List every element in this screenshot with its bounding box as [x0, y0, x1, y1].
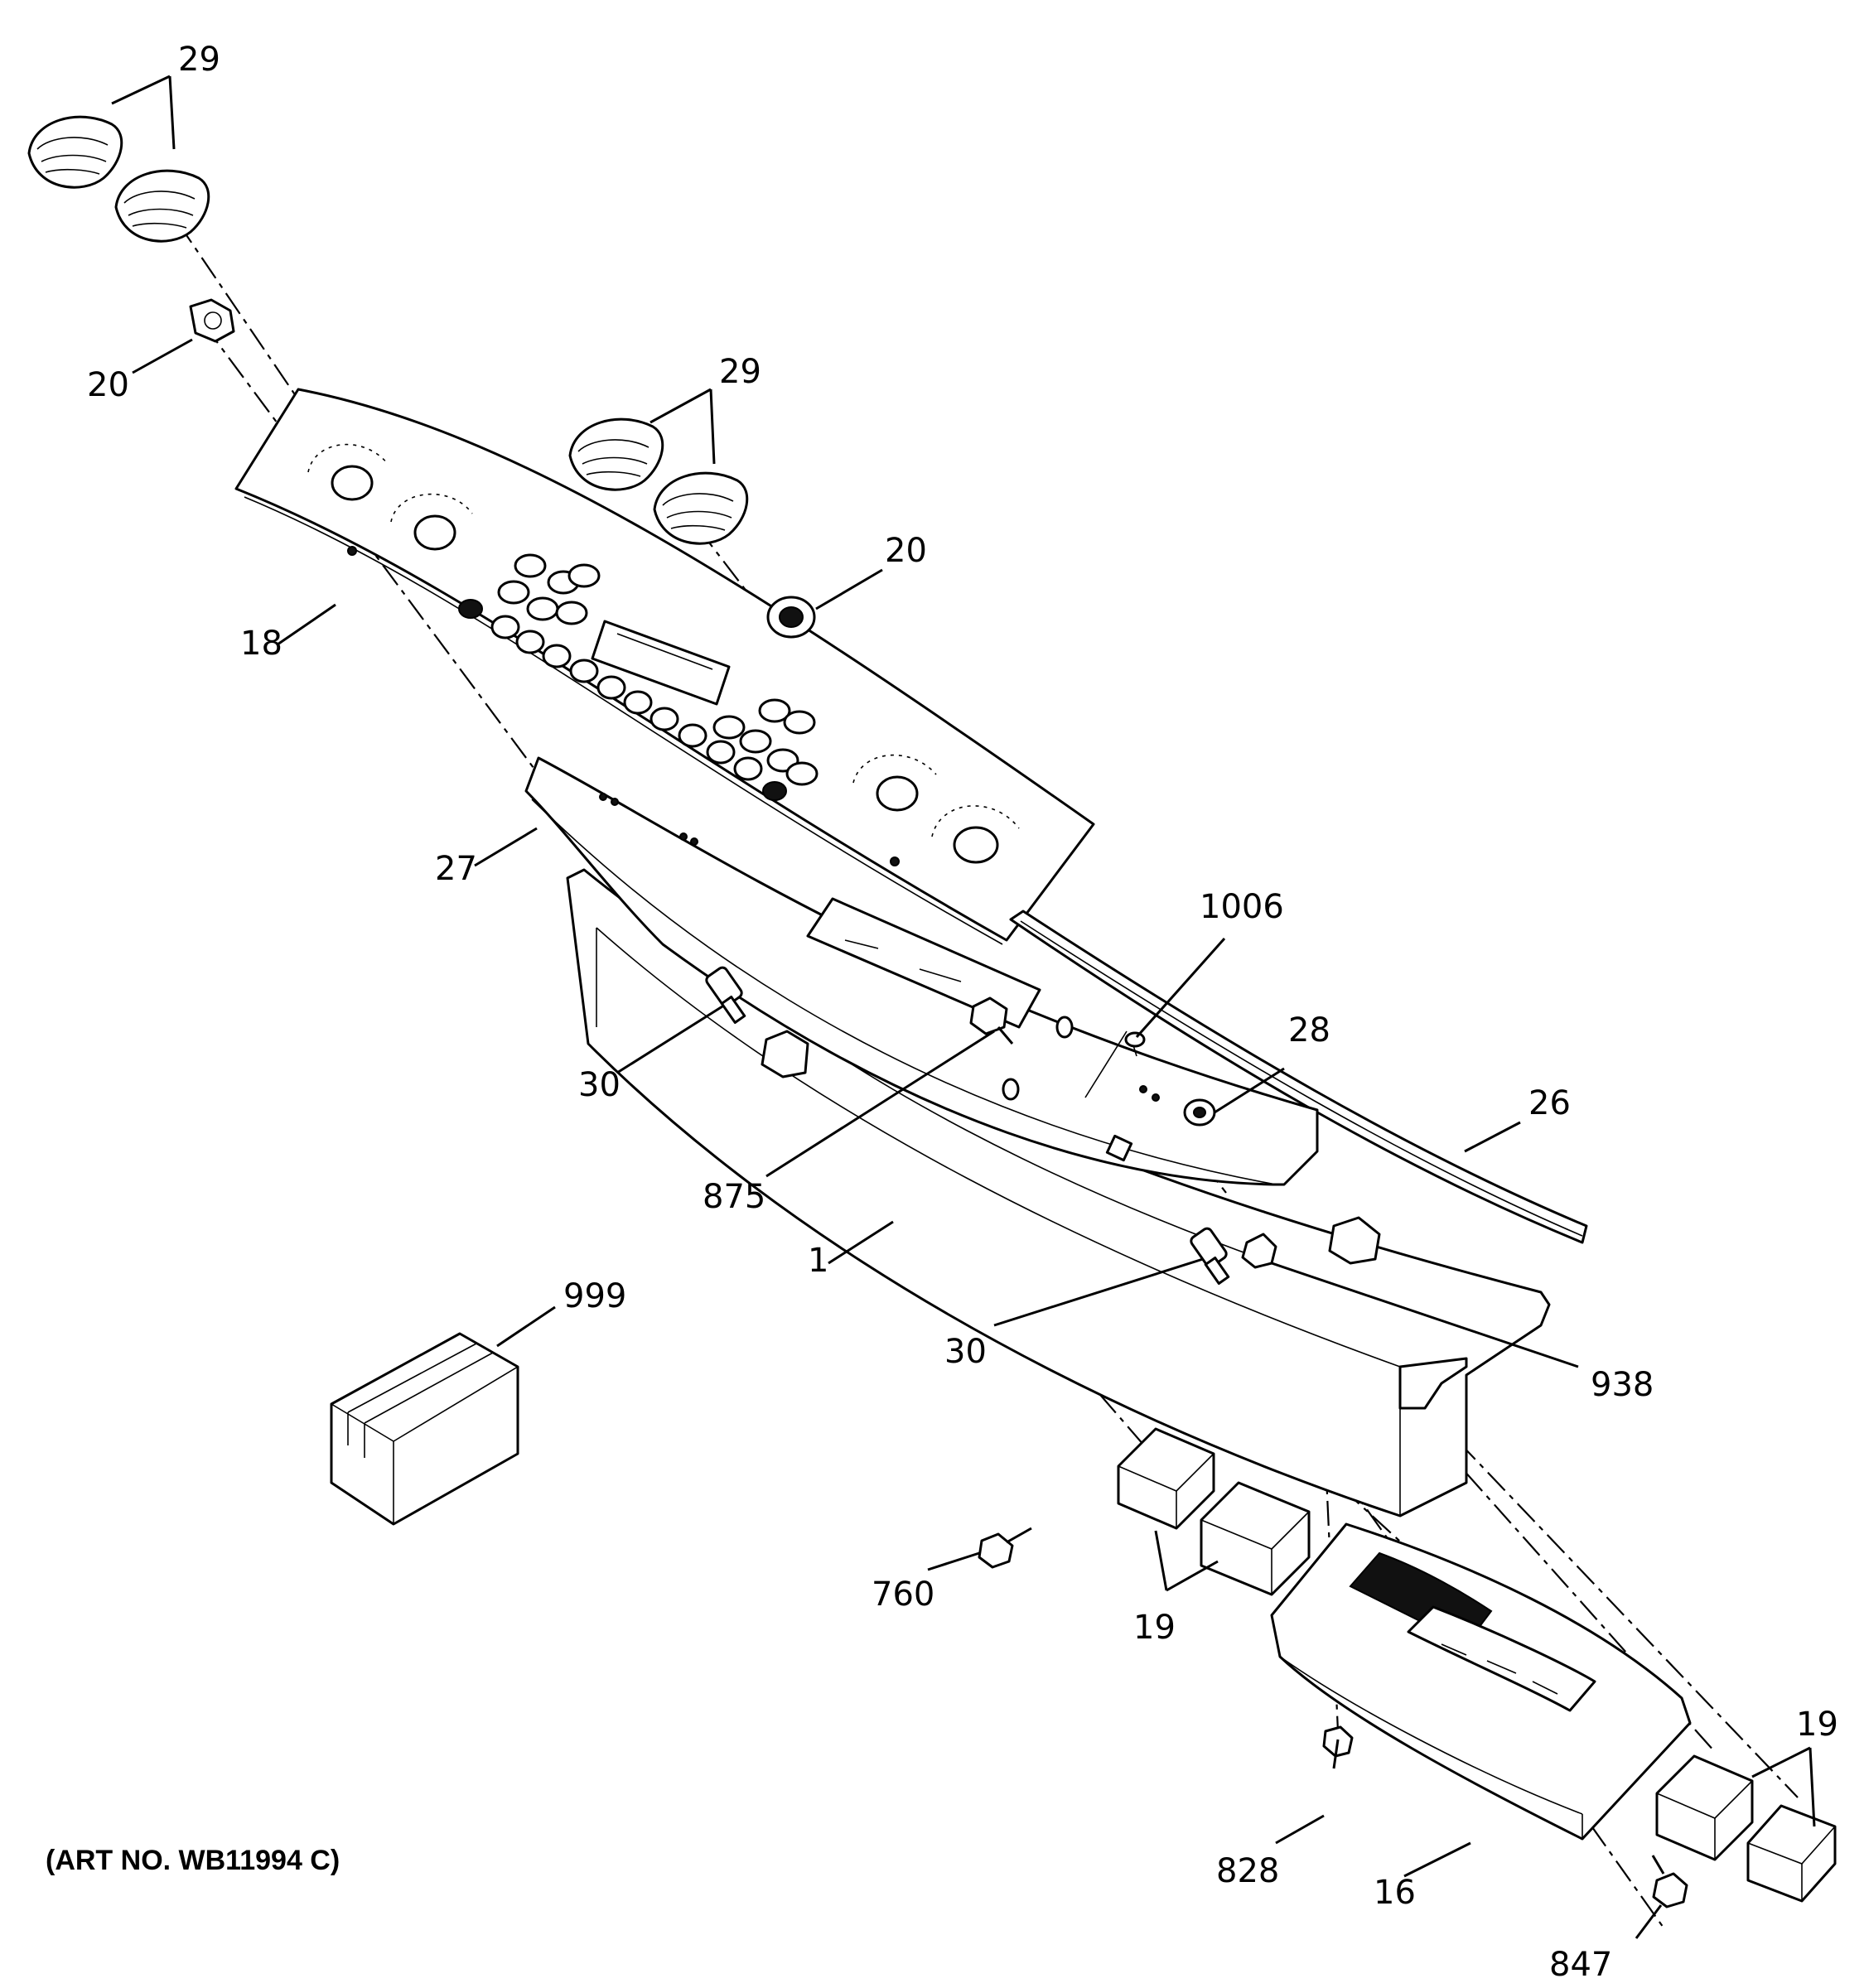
callout-29-top-left: 29	[178, 41, 220, 79]
switch-pair-right	[1655, 1754, 1837, 1903]
knob-nut-right	[766, 596, 816, 639]
callout-30-right: 30	[944, 1333, 987, 1371]
callout-20-left: 20	[87, 366, 129, 404]
callout-1: 1	[808, 1242, 828, 1280]
stud-right	[1190, 1227, 1230, 1285]
leader-lines	[111, 75, 1816, 1939]
callout-26: 26	[1528, 1084, 1571, 1122]
grommet-28	[1183, 1098, 1216, 1127]
callout-999: 999	[563, 1277, 626, 1315]
trim-strip	[1009, 910, 1588, 1244]
callout-938: 938	[1591, 1366, 1654, 1404]
screw-875	[969, 996, 1014, 1045]
knob-pair-center	[568, 417, 749, 545]
callout-847: 847	[1549, 1946, 1612, 1984]
callout-760: 760	[872, 1575, 934, 1614]
callout-27: 27	[435, 850, 477, 888]
stud-left	[705, 966, 746, 1024]
carton-999	[330, 1332, 519, 1526]
control-panel-overlay	[234, 388, 1095, 945]
switch-pair-center	[1117, 1427, 1311, 1596]
callout-19-right: 19	[1796, 1706, 1838, 1744]
callout-18: 18	[240, 625, 282, 663]
callout-1006: 1006	[1200, 888, 1284, 926]
screw-828	[1322, 1725, 1354, 1769]
panel-board	[524, 756, 1319, 1186]
knob-nut-left	[189, 298, 235, 343]
callout-828: 828	[1216, 1852, 1279, 1890]
bracket-1006	[1124, 1031, 1146, 1057]
electronic-control	[1270, 1522, 1692, 1841]
callout-19-center: 19	[1133, 1609, 1176, 1647]
callout-28: 28	[1288, 1011, 1330, 1049]
knob-pair-top-left	[27, 115, 210, 243]
callout-875: 875	[703, 1178, 765, 1216]
callout-labels: 29 20 29 20 18 27 1006 28 26 30 875 1 30…	[87, 41, 1838, 1984]
screw-760	[978, 1527, 1032, 1569]
callout-16: 16	[1374, 1874, 1416, 1912]
callout-29-center: 29	[719, 353, 761, 391]
screw-847	[1651, 1855, 1688, 1908]
callout-20-right: 20	[885, 532, 927, 570]
callout-30-left: 30	[578, 1066, 621, 1104]
art-number: (ART NO. WB11994 C)	[46, 1845, 340, 1876]
